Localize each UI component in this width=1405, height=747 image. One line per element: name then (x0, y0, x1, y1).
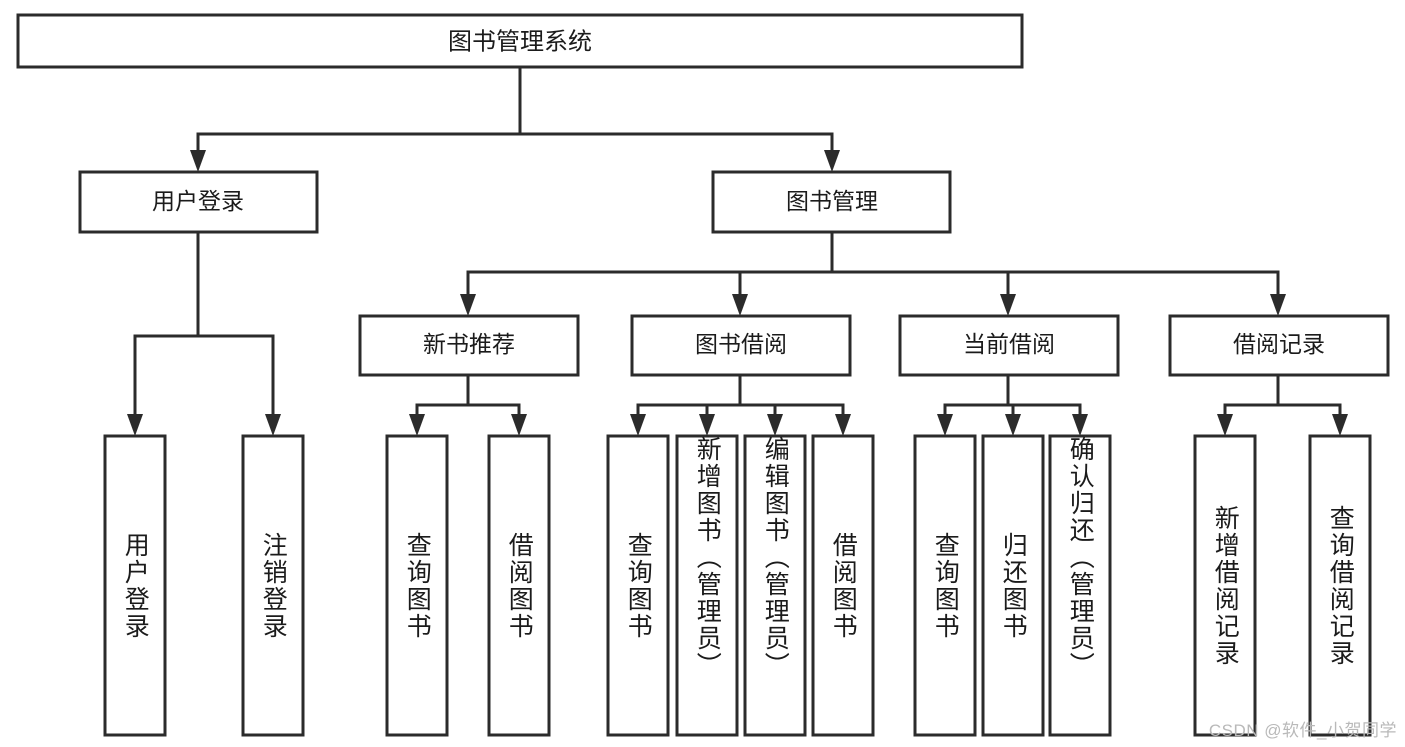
node-root-system-label: 图书管理系统 (448, 28, 592, 55)
connector-root-to-level2 (190, 65, 840, 172)
leaf-new-book-borrow-label: 借阅图书 (505, 531, 534, 640)
leaf-current-borrow-confirm-return-label: 确认归还（管理员） (1066, 436, 1095, 679)
connector-new-book-to-leaves (409, 373, 527, 436)
leaf-new-book-query-label: 查询图书 (403, 531, 432, 640)
leaf-current-borrow-query-label: 查询图书 (931, 531, 960, 640)
node-current-borrow-label: 当前借阅 (963, 331, 1055, 357)
leaf-user-login-logout-label: 注销登录 (259, 531, 288, 640)
node-book-management[interactable]: 图书管理 (711, 170, 952, 234)
leaf-borrow-record-query-label: 查询借阅记录 (1326, 504, 1355, 667)
leaf-current-borrow-confirm-return[interactable]: 确认归还（管理员） (1048, 434, 1112, 737)
connector-borrow-record-to-leaves (1217, 373, 1348, 436)
node-user-login[interactable]: 用户登录 (78, 170, 319, 234)
leaf-book-borrow-borrow-label: 借阅图书 (829, 531, 858, 640)
node-current-borrow[interactable]: 当前借阅 (898, 314, 1120, 377)
connector-current-borrow-to-leaves (937, 373, 1088, 436)
node-book-borrow[interactable]: 图书借阅 (630, 314, 852, 377)
node-root-system[interactable]: 图书管理系统 (16, 13, 1024, 69)
leaf-new-book-query[interactable]: 查询图书 (385, 434, 449, 737)
leaf-borrow-record-add-label: 新增借阅记录 (1211, 504, 1240, 667)
node-borrow-record-label: 借阅记录 (1233, 331, 1325, 357)
node-new-book-recommend-label: 新书推荐 (423, 331, 515, 357)
node-book-management-label: 图书管理 (786, 188, 878, 214)
connector-book-mgmt-to-level3 (460, 230, 1286, 316)
leaf-new-book-borrow[interactable]: 借阅图书 (487, 434, 551, 737)
leaf-user-login-login[interactable]: 用户登录 (103, 434, 167, 737)
leaf-current-borrow-return[interactable]: 归还图书 (981, 434, 1045, 737)
leaf-borrow-record-add[interactable]: 新增借阅记录 (1193, 434, 1257, 737)
leaf-book-borrow-edit-label: 编辑图书（管理员） (761, 436, 790, 679)
connector-book-borrow-to-leaves (630, 373, 851, 436)
leaf-book-borrow-add-label: 新增图书（管理员） (693, 436, 722, 679)
leaf-current-borrow-query[interactable]: 查询图书 (913, 434, 977, 737)
leaf-user-login-logout[interactable]: 注销登录 (241, 434, 305, 737)
node-book-borrow-label: 图书借阅 (695, 331, 787, 357)
node-new-book-recommend[interactable]: 新书推荐 (358, 314, 580, 377)
leaf-book-borrow-borrow[interactable]: 借阅图书 (811, 434, 875, 737)
node-user-login-label: 用户登录 (152, 188, 244, 214)
leaf-user-login-login-label: 用户登录 (121, 531, 150, 640)
leaf-borrow-record-query[interactable]: 查询借阅记录 (1308, 434, 1372, 737)
connector-user-login-to-leaves (127, 230, 281, 436)
leaf-book-borrow-query[interactable]: 查询图书 (606, 434, 670, 737)
leaf-book-borrow-edit[interactable]: 编辑图书（管理员） (743, 434, 807, 737)
leaf-book-borrow-query-label: 查询图书 (624, 531, 653, 640)
node-borrow-record[interactable]: 借阅记录 (1168, 314, 1390, 377)
leaf-book-borrow-add[interactable]: 新增图书（管理员） (675, 434, 739, 737)
leaf-current-borrow-return-label: 归还图书 (999, 531, 1028, 640)
